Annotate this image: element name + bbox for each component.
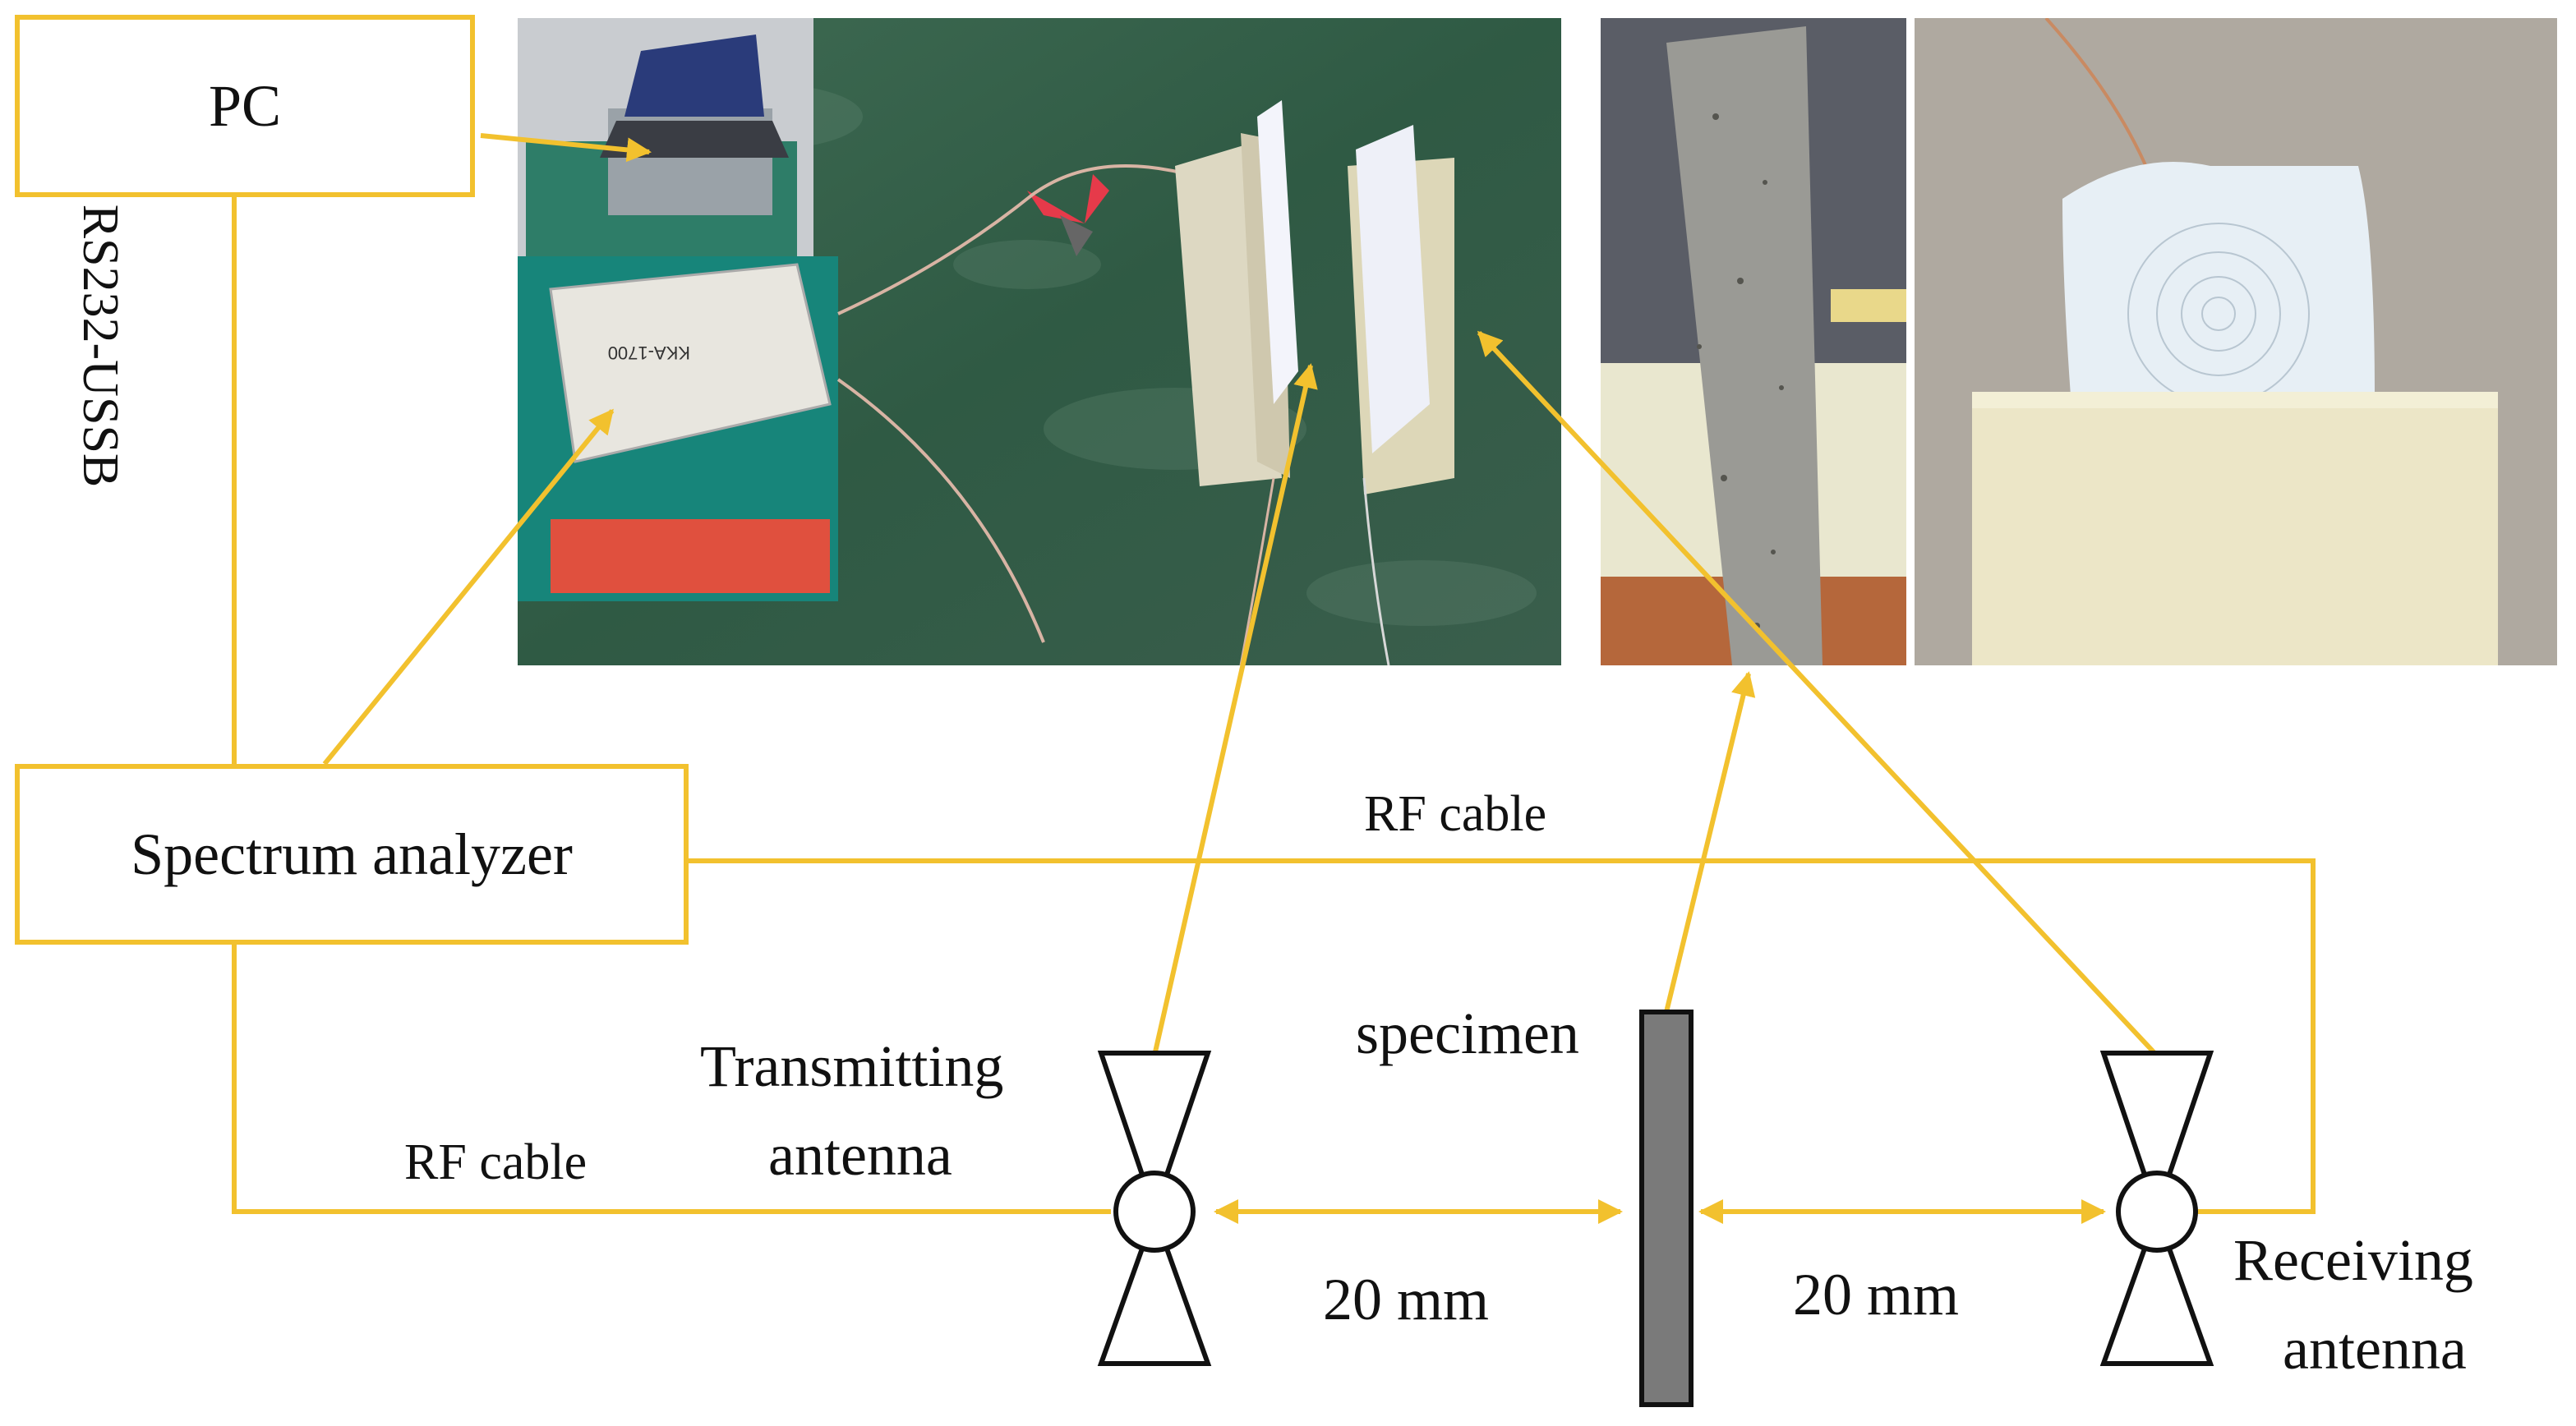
- pointer-pc-photo: [480, 133, 652, 163]
- photo-receiving-antenna: [1915, 18, 2557, 665]
- spectrum-analyzer-label: Spectrum analyzer: [131, 821, 573, 887]
- pointer-transmit-photo: [1152, 363, 1318, 1056]
- rs232-label: RS232-USSB: [72, 204, 128, 488]
- distance-right-label: 20 mm: [1793, 1262, 1960, 1327]
- device-label: KKA-1700: [608, 343, 690, 363]
- spectrum-analyzer-box: Spectrum analyzer: [15, 764, 689, 945]
- pc-label: PC: [208, 72, 282, 139]
- photo-specimen-art: [1601, 18, 1906, 665]
- receiving-antenna-label-line1: Receiving: [2233, 1227, 2473, 1293]
- photo-receiving-antenna-art: [1915, 18, 2557, 665]
- pointer-analyzer-photo: [322, 408, 615, 766]
- specimen-bar: [1639, 1010, 1694, 1407]
- rf-cable-receive-line: [689, 858, 2316, 1214]
- distance-left-label: 20 mm: [1323, 1267, 1490, 1332]
- specimen-label: specimen: [1356, 1000, 1579, 1066]
- transmitting-antenna-label-line1: Transmitting: [700, 1033, 1004, 1099]
- photo-test-setup-art: KKA-1700: [518, 18, 1561, 665]
- pointer-receive-photo: [1477, 330, 2159, 1058]
- transmitting-antenna-label-line2: antenna: [768, 1122, 952, 1188]
- transmitting-antenna-icon: [1097, 1051, 1212, 1366]
- pointer-specimen-photo: [1664, 671, 1756, 1013]
- photo-specimen: [1601, 18, 1906, 665]
- rf-cable-transmit-line: [232, 945, 1111, 1214]
- rf-cable-bottom-label: RF cable: [404, 1134, 588, 1190]
- receiving-antenna-label-line2: antenna: [2283, 1316, 2467, 1382]
- photo-test-setup: KKA-1700: [518, 18, 1561, 665]
- receiving-antenna-icon: [2099, 1051, 2214, 1366]
- pc-box: PC: [15, 15, 475, 197]
- rf-cable-top-label: RF cable: [1364, 786, 1547, 842]
